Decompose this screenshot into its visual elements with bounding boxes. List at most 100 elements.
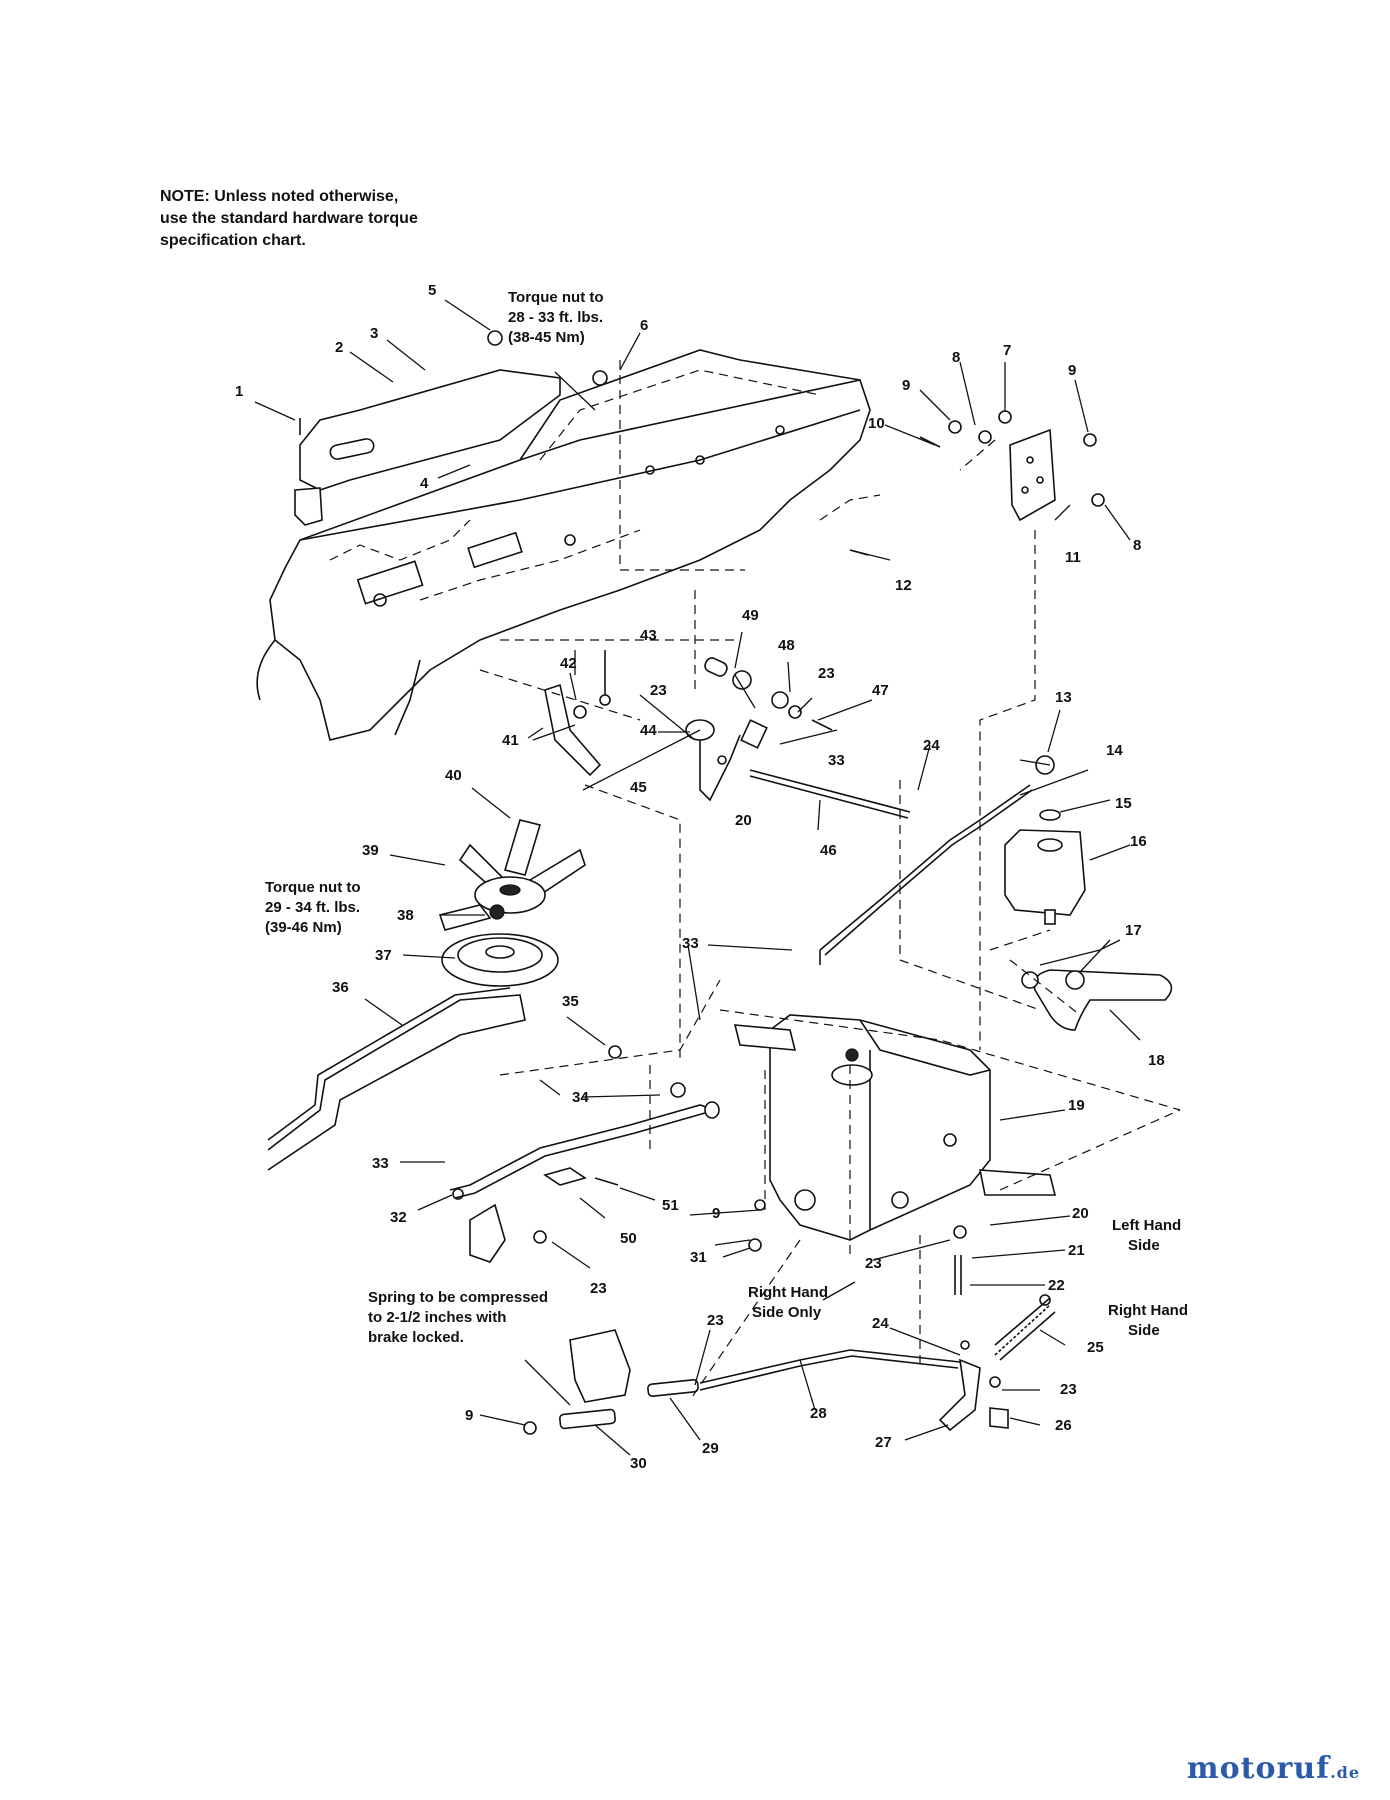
part-label: 7 [1003,342,1011,359]
right-hand-line1: Right Hand [1108,1302,1188,1319]
part-label: 45 [630,779,647,796]
part-rods-14-46 [749,769,1033,965]
part-bolts-21-22 [953,1225,1056,1361]
part-label: 28 [810,1405,827,1422]
part-label: 25 [1087,1339,1104,1356]
part-label: 38 [397,907,414,924]
part-label: 41 [502,732,519,749]
annotation-torque-2: Torque nut to 29 - 34 ft. lbs. (39-46 Nm… [265,879,361,936]
part-label: 8 [1133,537,1141,554]
part-label: 23 [865,1255,882,1272]
part-label: 9 [465,1407,473,1424]
part-label: 24 [923,737,940,754]
spring-line2: to 2-1/2 inches with [368,1309,506,1326]
part-label: 33 [372,1155,389,1172]
torque1-line1: Torque nut to [508,289,604,306]
part-label: 23 [1060,1381,1077,1398]
part-label: 39 [362,842,379,859]
part-label: 13 [1055,689,1072,706]
part-bracket-11 [1009,428,1056,522]
part-label: 31 [690,1249,707,1266]
spring-line3: brake locked. [368,1329,464,1346]
part-label: 50 [620,1230,637,1247]
part-label: 37 [375,947,392,964]
part-label: 27 [875,1434,892,1451]
part-label: 10 [868,415,885,432]
note-line-2: use the standard hardware torque [160,210,418,227]
part-plate-2-3 [294,369,561,526]
annotation-torque-1: Torque nut to 28 - 33 ft. lbs. (38-45 Nm… [508,289,604,346]
part-label: 23 [650,682,667,699]
part-label: 22 [1048,1277,1065,1294]
torque2-line3: (39-46 Nm) [265,919,342,936]
part-bracket-41 [544,650,833,802]
part-label: 34 [572,1089,589,1106]
part-fan-39 [438,819,586,931]
part-label: 35 [562,993,579,1010]
part-label: 9 [712,1205,720,1222]
part-label: 20 [735,812,752,829]
annotation-left-hand-side: Left Hand Side [1112,1217,1181,1254]
chassis-frame [256,349,871,741]
torque1-line3: (38-45 Nm) [508,329,585,346]
left-hand-line2: Side [1128,1237,1160,1254]
part-label: 3 [370,325,378,342]
spring-line1: Spring to be compressed [368,1289,548,1306]
part-label: 12 [895,577,912,594]
part-label: 23 [707,1312,724,1329]
part-label: 43 [640,627,657,644]
part-label: 5 [428,282,436,299]
part-label: 29 [702,1440,719,1457]
part-label: 11 [1065,549,1081,566]
part-label: 2 [335,339,343,356]
note-line-1: NOTE: Unless noted otherwise, [160,188,399,205]
torque1-line2: 28 - 33 ft. lbs. [508,309,603,326]
part-label: 23 [818,665,835,682]
torque2-line2: 29 - 34 ft. lbs. [265,899,360,916]
hardware-top-right [299,330,1105,556]
watermark-suffix: .de [1330,1763,1360,1782]
part-label: 8 [952,349,960,366]
right-hand-line2: Side [1128,1322,1160,1339]
part-label: 15 [1115,795,1132,812]
part-label: 32 [390,1209,407,1226]
part-transaxle-19 [733,1014,1057,1241]
part-belt-36 [267,987,526,1171]
part-tank-16 [1004,755,1086,925]
watermark-logo: motoruf.de [1187,1751,1360,1786]
part-label: 46 [820,842,837,859]
part-label: 48 [778,637,795,654]
watermark-main: motoruf [1186,1751,1331,1786]
part-hose-18 [1021,969,1173,1031]
part-label: 36 [332,979,349,996]
right-hand-only-line1: Right Hand [748,1284,828,1301]
part-label: 24 [872,1315,889,1332]
part-label: 18 [1148,1052,1165,1069]
part-label: 30 [630,1455,647,1472]
part-label: 16 [1130,833,1147,850]
part-label: 20 [1072,1205,1089,1222]
part-label: 33 [682,935,699,952]
part-label: 4 [420,475,429,492]
right-hand-only-line2: Side Only [752,1304,822,1321]
part-label: 40 [445,767,462,784]
part-label: 33 [828,752,845,769]
part-brake-rod-28 [523,1329,1009,1435]
part-label: 47 [872,682,889,699]
left-hand-line1: Left Hand [1112,1217,1181,1234]
part-label: 26 [1055,1417,1072,1434]
part-label: 17 [1125,922,1142,939]
part-pulley-37 [441,904,559,987]
part-label: 9 [902,377,910,394]
annotation-right-hand-side-only: Right Hand Side Only [748,1284,828,1321]
part-label: 1 [235,383,243,400]
annotation-right-hand-side: Right Hand Side [1108,1302,1188,1339]
assembly-dash-lines [479,360,1181,1401]
part-label: 51 [662,1197,679,1214]
part-label: 49 [742,607,759,624]
part-label: 44 [640,722,657,739]
part-label: 23 [590,1280,607,1297]
part-label: 21 [1068,1242,1085,1259]
part-label: 42 [560,655,577,672]
